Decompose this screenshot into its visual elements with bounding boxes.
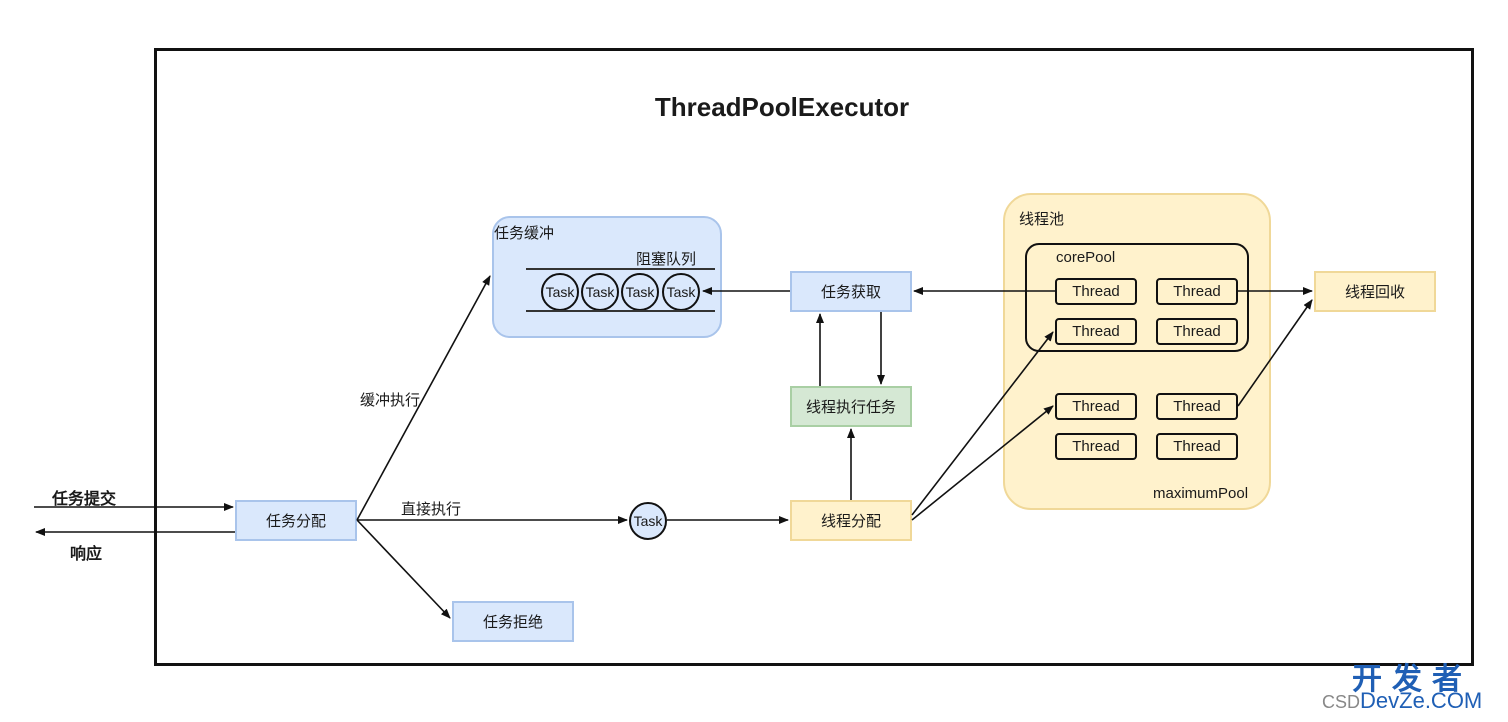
core-thread: Thread [1055,278,1137,305]
queue-task: Task [541,273,579,311]
thread-execute-node: 线程执行任务 [790,386,912,427]
buffer-exec-arrow [356,275,491,521]
task-dispatch-node: 任务分配 [235,500,357,541]
executor-frame [154,48,1474,666]
assign-to-core-arrow [911,331,1054,516]
queue-task: Task [621,273,659,311]
core-thread: Thread [1156,318,1238,345]
task-reject-node: 任务拒绝 [452,601,574,642]
direct-exec-label: 直接执行 [401,500,462,518]
watermark-top: 开发者 [1352,662,1472,697]
core-thread: Thread [1055,318,1137,345]
thread-assign-node: 线程分配 [790,500,912,541]
task-submit-label: 任务提交 [52,489,117,508]
core-thread: Thread [1156,278,1238,305]
core-pool-region [1025,243,1249,352]
maximum-pool-label: maximumPool [1153,485,1249,502]
extra-thread: Thread [1055,433,1137,460]
thread-recycle-node: 线程回收 [1314,271,1436,312]
direct-task-node: Task [629,502,667,540]
reject-arrow [356,519,451,619]
watermark-bottom: CSDDevZe.COM [1322,688,1482,714]
thread-pool-label: 线程池 [1019,210,1065,228]
extra-thread: Thread [1055,393,1137,420]
extra-to-recycle-arrow [1237,299,1313,407]
task-fetch-node: 任务获取 [790,271,912,312]
watermark-prefix: CSD [1322,692,1361,712]
extra-thread: Thread [1156,393,1238,420]
core-pool-label: corePool [1056,249,1116,266]
task-buffer-label: 任务缓冲 [494,224,555,242]
assign-to-extra-arrow [911,405,1054,521]
queue-task: Task [662,273,700,311]
response-label: 响应 [70,544,103,563]
watermark-domain: DevZe.COM [1360,688,1483,713]
extra-thread: Thread [1156,433,1238,460]
diagram-title: ThreadPoolExecutor [654,92,910,122]
blocking-queue-label: 阻塞队列 [636,250,697,268]
buffer-exec-label: 缓冲执行 [360,391,421,409]
